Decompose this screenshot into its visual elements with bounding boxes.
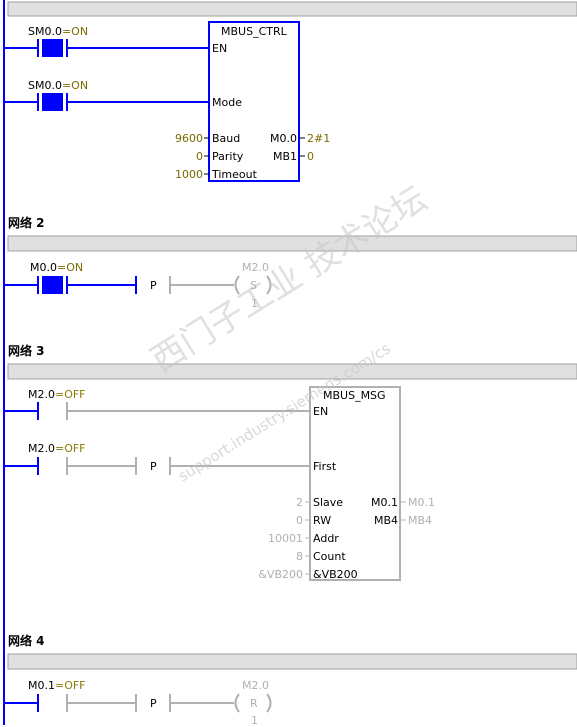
box-title: MBUS_MSG	[323, 389, 386, 402]
pin-error: MB4	[373, 514, 398, 527]
timeout-value[interactable]: 1000	[175, 168, 203, 181]
pin-parity: Parity	[212, 150, 244, 163]
contact-label: SM0.0=ON	[28, 25, 89, 38]
contact-m0-0-energized[interactable]	[37, 276, 68, 294]
parity-value[interactable]: 0	[196, 150, 203, 163]
count-value[interactable]: 8	[296, 550, 303, 563]
pin-count: Count	[313, 550, 346, 563]
pin-slave: Slave	[313, 496, 344, 509]
mbus-msg-box[interactable]	[309, 386, 401, 581]
set-coil-m2-0[interactable]	[234, 275, 272, 295]
addr-value[interactable]: 10001	[268, 532, 303, 545]
done-value[interactable]: 2#1	[307, 132, 331, 145]
coil-count: 1	[251, 297, 258, 310]
mbus-ctrl-box[interactable]	[208, 21, 300, 182]
pin-done: M0.0	[270, 132, 297, 145]
network-4-header[interactable]: 网络 4	[8, 634, 45, 648]
coil-address: M2.0	[242, 261, 269, 274]
network-1-title-bar[interactable]	[7, 1, 577, 17]
pin-dataptr: &VB200	[313, 568, 358, 581]
pin-rw: RW	[313, 514, 332, 527]
p-label: P	[150, 279, 157, 292]
p-label: P	[150, 460, 157, 473]
pin-addr: Addr	[313, 532, 339, 545]
contact-sm0-0-energized-2[interactable]	[37, 93, 68, 111]
contact-label: M0.1=OFF	[28, 679, 86, 692]
contact-label: SM0.0=ON	[28, 79, 89, 92]
p-label: P	[150, 697, 157, 710]
coil-address: M2.0	[242, 679, 269, 692]
baud-value[interactable]: 9600	[175, 132, 203, 145]
pin-mode: Mode	[212, 96, 242, 109]
contact-m0-1-off[interactable]	[37, 694, 68, 712]
pin-done: M0.1	[371, 496, 398, 509]
reset-coil-m2-0[interactable]	[234, 693, 272, 713]
contact-label: M2.0=OFF	[28, 442, 86, 455]
dataptr-value[interactable]: &VB200	[258, 568, 303, 581]
contact-m2-0-off-2[interactable]	[37, 457, 68, 475]
error-value[interactable]: 0	[307, 150, 314, 163]
coil-letter: S	[250, 279, 257, 292]
network-3-header[interactable]: 网络 3	[8, 344, 45, 358]
coil-letter: R	[250, 697, 258, 710]
rw-value[interactable]: 0	[296, 514, 303, 527]
network-3-title-bar[interactable]	[7, 363, 577, 380]
error-value[interactable]: MB4	[408, 514, 433, 527]
contact-sm0-0-energized-1[interactable]	[37, 39, 68, 57]
pin-timeout: Timeout	[212, 168, 257, 181]
contact-m2-0-off-1[interactable]	[37, 402, 68, 420]
pin-first: First	[313, 460, 337, 473]
slave-value[interactable]: 2	[296, 496, 303, 509]
pin-error: MB1	[272, 150, 297, 163]
contact-label: M0.0=ON	[30, 261, 84, 274]
network-2-header[interactable]: 网络 2	[8, 216, 45, 230]
done-value[interactable]: M0.1	[408, 496, 435, 509]
network-4-title-bar[interactable]	[7, 653, 577, 670]
contact-label: M2.0=OFF	[28, 388, 86, 401]
pin-en: EN	[212, 42, 228, 55]
pin-en: EN	[313, 405, 329, 418]
pin-baud: Baud	[212, 132, 241, 145]
box-title: MBUS_CTRL	[221, 25, 287, 38]
network-2-title-bar[interactable]	[7, 235, 577, 252]
coil-count: 1	[251, 714, 258, 727]
